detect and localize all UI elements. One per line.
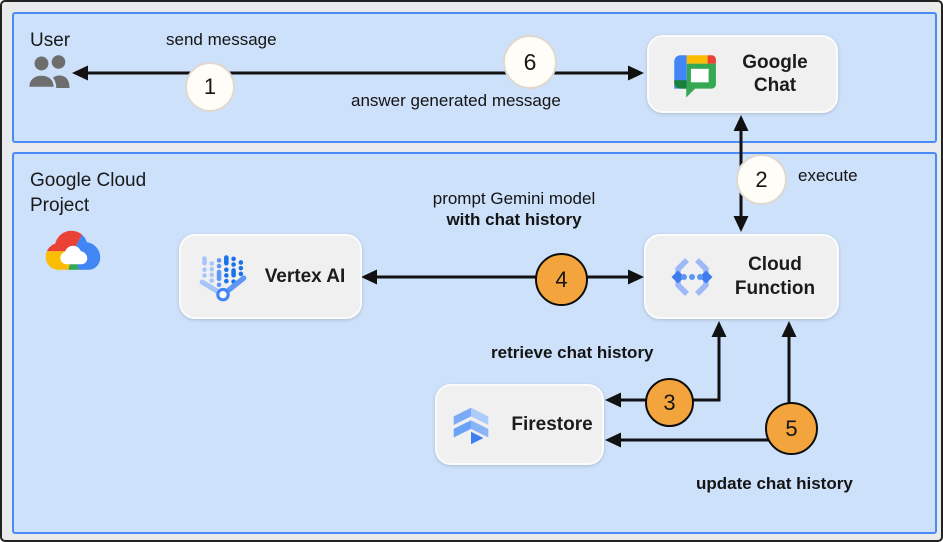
firestore-icon [454,407,489,444]
google-cloud-logo [45,230,101,270]
vertex-ai-icon [199,254,247,301]
node-firestore: Firestore [435,384,604,465]
google-chat-label: Google Chat [742,51,808,96]
label-prompt-gemini-line2: with chat history [446,210,582,229]
vertex-ai-label: Vertex AI [264,265,346,287]
node-google-chat: Google Chat [647,35,838,113]
step-badge-5: 5 [765,402,818,455]
step-badge-1: 1 [185,62,235,112]
step-badge-3: 3 [645,378,694,427]
users-icon [26,54,70,90]
label-answer-generated-message: answer generated message [351,91,561,110]
label-send-message: send message [166,30,277,49]
cloud-function-label: Cloud Function [734,254,816,299]
step-badge-6: 6 [503,35,557,89]
cloud-functions-icon [671,257,713,296]
label-prompt-gemini: prompt Gemini model with chat history [404,188,624,230]
label-update-chat-history: update chat history [696,474,853,493]
user-zone-label: User [30,30,71,51]
step-badge-4: 4 [535,253,588,306]
step-badge-2: 2 [736,154,787,205]
label-prompt-gemini-line1: prompt Gemini model [432,189,596,208]
gcp-zone-label: Google Cloud Project [30,170,147,217]
label-execute: execute [798,166,858,185]
node-cloud-function: Cloud Function [644,234,839,319]
node-vertex-ai: Vertex AI [179,234,362,319]
label-retrieve-chat-history: retrieve chat history [491,343,654,362]
firestore-label: Firestore [511,413,593,435]
google-chat-icon [674,55,716,98]
